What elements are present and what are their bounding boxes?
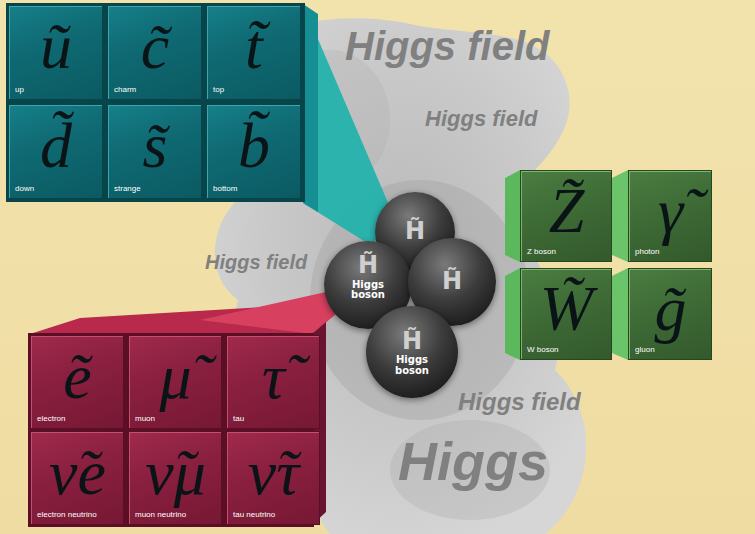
squark-group-back [6,3,305,202]
particle-name: muon neutrino [135,511,216,520]
cloud-shade [390,420,550,520]
gaugino-side-face [612,170,628,262]
particle-name: Z boson [527,248,606,257]
particle-name: photon [635,248,706,257]
particle-symbol: b̃ [213,107,295,185]
particle-symbol: ν̃τ [233,434,314,511]
particle-name: electron neutrino [37,511,118,520]
higgsino-symbol: H̃ [402,328,422,356]
gaugino-box: γ̃photon [628,170,712,262]
slepton-box: ẽelectron [30,335,124,429]
particle-symbol: s̃ [114,107,196,185]
particle-symbol: μ̃ [135,338,216,415]
particle-name: down [15,185,97,194]
particle-name: tau neutrino [233,511,314,520]
particle-name: top [213,86,295,95]
squark-side-face [303,4,318,212]
particle-name: Higgs boson [342,280,394,301]
particle-name: muon [135,415,216,424]
gaugino-side-face [505,170,520,262]
slepton-group-back [28,333,314,527]
particle-name: Higgs boson [386,355,438,376]
squark-box: ũup [8,5,103,100]
particle-name: bottom [213,185,295,194]
gaugino-side-face [612,268,628,360]
watermark-text: Higgs field [345,26,549,66]
higgs-sphere: H̃Higgs boson [366,306,458,398]
watermark-text: Higgs field [425,108,537,130]
particle-name: W boson [527,346,606,355]
watermark-text: Higgs field [205,252,307,272]
particle-symbol: ẽ [37,338,118,415]
higgsino-symbol: H̃ [442,268,462,296]
particle-name: strange [114,185,196,194]
slepton-box: ν̃τtau neutrino [226,431,320,525]
particle-name: up [15,86,97,95]
slepton-box: ν̃μmuon neutrino [128,431,222,525]
gaugino-box: g̃gluon [628,268,712,360]
particle-symbol: ũ [15,8,97,86]
watermark-text: Higgs [398,434,548,488]
gaugino-box: W̃W boson [520,268,612,360]
particle-symbol: W̃ [527,271,606,346]
squark-box: t̃top [206,5,301,100]
slepton-box: μ̃muon [128,335,222,429]
particle-symbol: ν̃e [37,434,118,511]
particle-symbol: t̃ [213,8,295,86]
particle-symbol: d̃ [15,107,97,185]
gaugino-box: Z̃Z boson [520,170,612,262]
slepton-box: ν̃eelectron neutrino [30,431,124,525]
squark-box: d̃down [8,104,103,199]
particle-name: tau [233,415,314,424]
squark-box: s̃strange [107,104,202,199]
particle-name: charm [114,86,196,95]
higgsino-symbol: H̃ [358,252,378,280]
particle-symbol: c̃ [114,8,196,86]
particle-symbol: ν̃μ [135,434,216,511]
particle-name: gluon [635,346,706,355]
squark-box: c̃charm [107,5,202,100]
particle-symbol: Z̃ [527,173,606,248]
particle-name: electron [37,415,118,424]
gaugino-side-face [505,268,520,360]
particle-symbol: γ̃ [635,173,706,248]
particle-symbol: τ̃ [233,338,314,415]
particle-symbol: g̃ [635,271,706,346]
higgsino-symbol: H̃ [405,218,425,246]
squark-box: b̃bottom [206,104,301,199]
watermark-text: Higgs field [458,390,581,414]
slepton-box: τ̃tau [226,335,320,429]
